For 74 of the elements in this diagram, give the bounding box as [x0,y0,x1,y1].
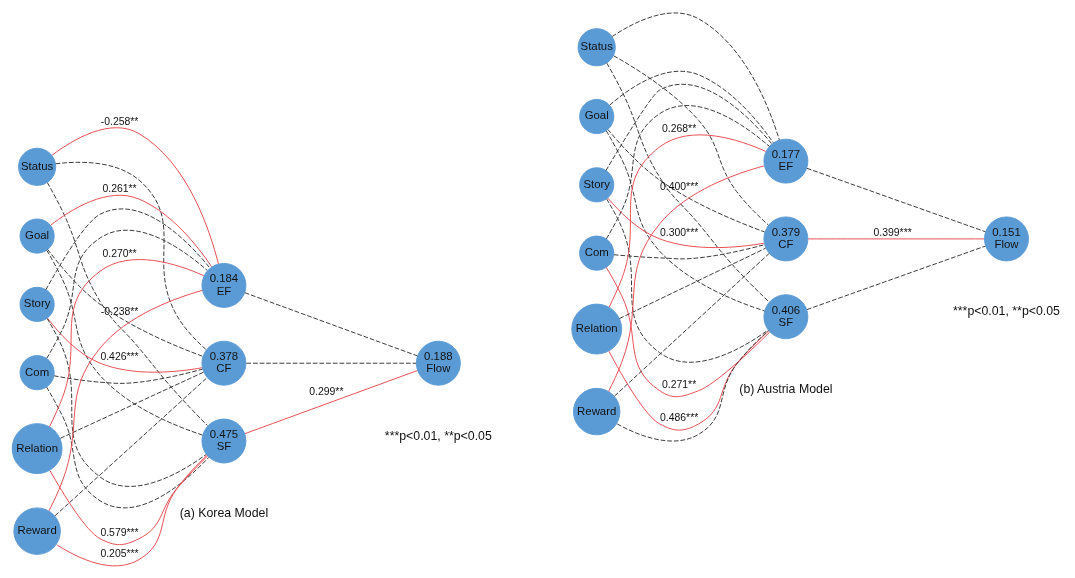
connector [605,83,772,171]
edge-label: 0.400*** [660,180,699,192]
label: ***p<0.01, **p<0.05 [953,303,1060,318]
node-circle: 0.475 SF [201,418,247,463]
node-circle: 0.188 Flow [415,340,461,386]
connector [605,266,771,397]
connector [619,247,767,319]
connector [244,291,418,356]
connector [807,237,985,239]
node-circle: Story [19,286,55,322]
connector [608,165,765,392]
connector [51,126,219,264]
node-circle: 0.379 CF [763,215,809,261]
connector [49,454,209,545]
connector [606,198,769,363]
connector [55,161,207,350]
connector [56,454,208,566]
connector [609,70,774,143]
node-circle: 0.378 CF [201,340,247,386]
node-circle: Com [579,235,615,271]
node-circle: Relation [11,422,63,474]
edge-label: 0.205*** [100,547,139,559]
connector [613,243,765,259]
edge-label: 0.399*** [873,226,912,238]
connector [245,362,417,364]
connector [806,167,986,232]
node-circle: Reward [13,506,61,555]
edge-label: 0.486*** [660,411,699,423]
connector [605,104,770,239]
edge-label: 0.271** [662,378,697,390]
node-circle: Reward [573,387,621,435]
node-circle: 0.184 EF [201,262,247,308]
connector [46,229,208,359]
connector [45,207,211,290]
connector [59,371,204,439]
connector [53,368,203,384]
connector [48,289,203,511]
connector [46,386,210,508]
connector [607,197,765,248]
connector [47,317,203,373]
node-circle: Com [19,354,55,390]
edge-label: -0.238** [100,305,139,317]
node-circle: Story [579,166,615,202]
edge-label: -0.258** [100,115,139,127]
connector [46,181,208,426]
edge-label: 0.270** [102,247,137,259]
connector [614,252,770,396]
node-circle: Goal [19,218,55,254]
node-circle: Status [577,27,616,66]
node-circle: 0.406 SF [763,293,809,339]
edge-label: 0.300*** [660,226,699,238]
connector [611,11,780,140]
edge-label: 0.579*** [100,526,139,538]
connector [613,54,769,226]
edge-label: 0.261** [102,182,137,194]
connector [46,317,207,487]
node-circle: Relation [571,303,623,354]
edge-label: 0.299** [309,385,344,397]
connector [50,194,212,267]
node-circle: 0.151 Flow [984,215,1029,261]
connector [244,369,418,434]
node-circle: 0.177 EF [763,138,809,184]
connector [47,248,203,357]
node-circle: Status [18,147,57,186]
connector [54,376,208,516]
connector [806,245,986,310]
label: ***p<0.01, **p<0.05 [384,427,492,442]
label: (b) Austria Model [739,381,833,396]
label: (a) Korea Model [179,505,269,520]
edge-label: 0.268** [662,122,697,134]
connector [607,128,766,232]
node-circle: Goal [579,98,615,134]
connector [606,62,770,302]
edge-label: 0.426*** [100,350,139,362]
